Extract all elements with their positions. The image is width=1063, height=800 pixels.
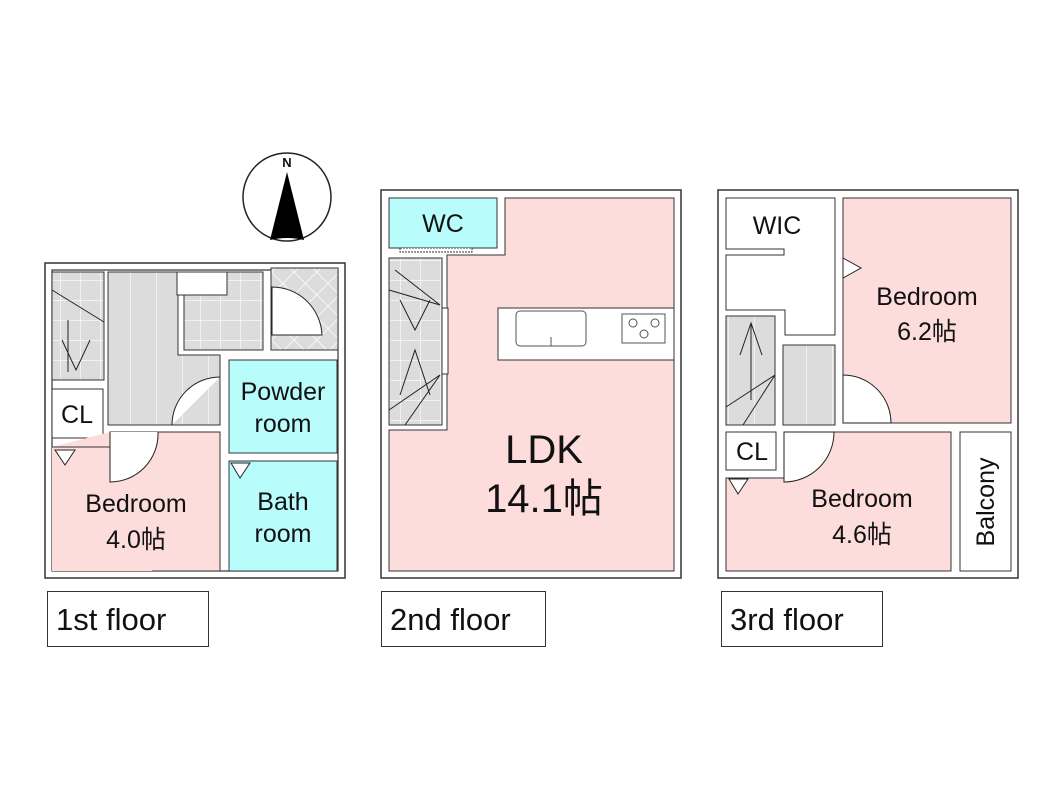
floor-3-plan: WIC Bedroom 6.2帖 CL Bedroom 4.6帖 Balcony	[717, 189, 1019, 579]
window-marker-icon	[54, 449, 76, 466]
window-marker-icon	[230, 462, 251, 479]
closet	[51, 388, 104, 439]
floor-3-label: 3rd floor	[721, 591, 883, 647]
bedroom-large-name: Bedroom	[876, 283, 977, 311]
closet	[725, 431, 777, 471]
bath-room-label-2: room	[255, 520, 312, 548]
north-arrow-icon	[270, 172, 304, 240]
closet-label: CL	[61, 401, 93, 429]
bedroom-small-size: 4.6帖	[832, 521, 892, 549]
bedroom-large-size: 6.2帖	[897, 318, 957, 346]
powder-room-label-2: room	[255, 410, 312, 438]
ldk-size: 14.1帖	[485, 477, 603, 521]
sink-counter	[176, 271, 228, 296]
door-swing	[783, 431, 835, 483]
stairs	[388, 257, 443, 426]
bath-room	[228, 460, 338, 572]
window-marker-icon	[842, 257, 863, 279]
wc-label: WC	[422, 210, 464, 238]
closet-label: CL	[736, 438, 768, 466]
floor-2-label: 2nd floor	[381, 591, 546, 647]
bath-room-label-1: Bath	[257, 488, 308, 516]
stove	[621, 313, 666, 344]
bedroom-size: 4.0帖	[106, 526, 166, 554]
bedroom-small-name: Bedroom	[811, 485, 912, 513]
floor-2-plan: WC LDK 14.1帖	[380, 189, 682, 579]
compass: N	[242, 152, 332, 242]
window-marker-icon	[728, 478, 749, 495]
stairs	[51, 271, 105, 381]
ldk-name: LDK	[505, 428, 583, 472]
wic-label: WIC	[753, 212, 802, 240]
bedroom-door-swing	[109, 431, 159, 483]
floor-1-plan: CL Powder room Bath room Bedroom 4.0帖	[44, 262, 346, 579]
door-swing	[842, 374, 892, 424]
powder-room-label-1: Powder	[241, 378, 326, 406]
bedroom-name: Bedroom	[85, 490, 186, 518]
balcony-label: Balcony	[972, 457, 1000, 546]
wic	[725, 197, 836, 336]
floor-1-label: 1st floor	[47, 591, 209, 647]
door-swing	[171, 376, 221, 426]
powder-room	[228, 359, 338, 454]
compass-north-label: N	[282, 155, 291, 170]
entrance-door-swing	[271, 286, 323, 336]
balcony	[959, 431, 1012, 572]
wc	[388, 197, 498, 249]
